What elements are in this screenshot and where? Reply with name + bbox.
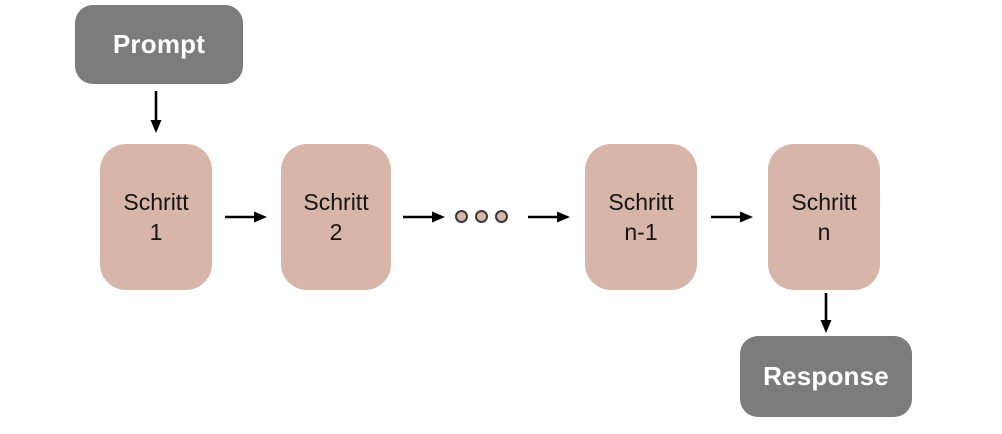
node-prompt-label: Prompt xyxy=(112,29,206,59)
arrow-ellipsis-to-step-n-1-icon xyxy=(528,211,570,223)
ellipsis-dot xyxy=(455,210,468,223)
ellipsis-dots-icon xyxy=(455,210,508,223)
arrow-step-n-to-response-icon xyxy=(820,293,832,333)
node-prompt: Prompt xyxy=(75,5,243,84)
node-step-2: Schritt 2 xyxy=(281,144,391,290)
node-response: Response xyxy=(740,336,912,417)
ellipsis-dot xyxy=(475,210,488,223)
arrow-prompt-to-step1-icon xyxy=(150,91,162,133)
node-step-n-label: Schritt xyxy=(791,189,857,215)
arrow-step1-to-step2-icon xyxy=(225,211,267,223)
node-step-n: Schritt n xyxy=(768,144,880,290)
node-step-n-minus-1-number: n-1 xyxy=(624,219,658,245)
node-response-label: Response xyxy=(763,361,889,391)
node-step-1-label: Schritt xyxy=(123,189,189,215)
arrow-step-n-1-to-step-n-icon xyxy=(711,211,753,223)
ellipsis-dot xyxy=(495,210,508,223)
node-step-2-number: 2 xyxy=(329,219,343,245)
node-step-n-minus-1-label: Schritt xyxy=(608,189,674,215)
node-step-n-minus-1: Schritt n-1 xyxy=(585,144,697,290)
node-step-2-label: Schritt xyxy=(303,189,369,215)
arrow-step2-to-ellipsis-icon xyxy=(403,211,445,223)
node-step-1-number: 1 xyxy=(149,219,163,245)
node-step-1: Schritt 1 xyxy=(100,144,212,290)
node-step-n-number: n xyxy=(817,219,831,245)
